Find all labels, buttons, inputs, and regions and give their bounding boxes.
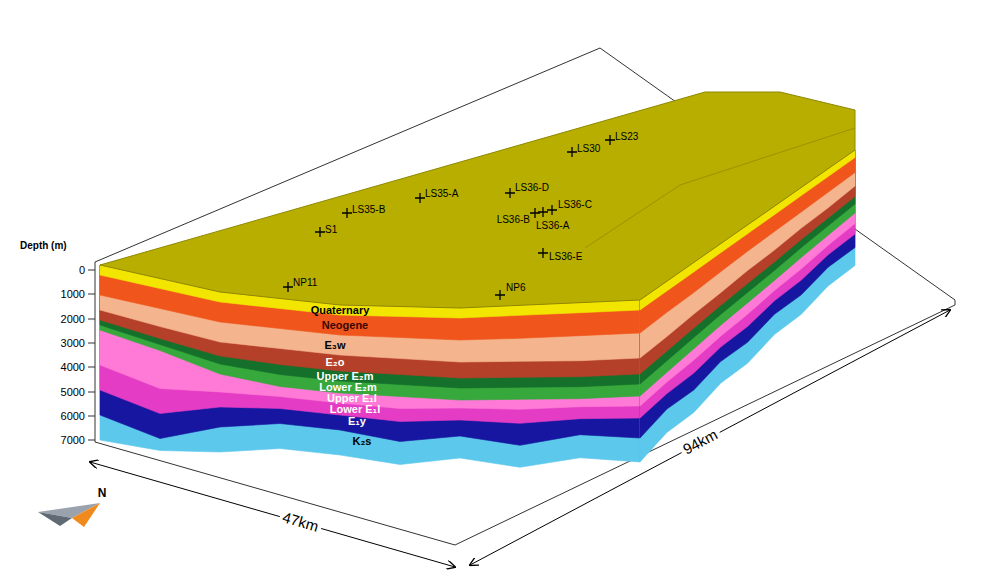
well-name: LS36-B (497, 214, 530, 225)
stratum-name: K₂s (353, 435, 372, 447)
axis-title: Depth (m) (20, 240, 67, 251)
stratum-name: Upper E₂m (317, 370, 374, 382)
well-name: NP6 (506, 282, 525, 293)
stratum-name: Quaternary (311, 304, 370, 316)
stratum-name: Lower E₁l (330, 403, 380, 415)
stratum-name: E₂o (326, 356, 345, 368)
stratum-name: Neogene (322, 319, 368, 331)
depth-tick: 7000 (61, 434, 85, 446)
dimension-line (90, 462, 455, 567)
north-label: N (98, 487, 107, 500)
well-name: NP11 (293, 277, 317, 288)
depth-tick: 6000 (61, 410, 85, 422)
well-name: LS36-C (558, 199, 592, 210)
stratum-name: Upper E₁l (327, 392, 377, 404)
depth-tick: 2000 (61, 313, 85, 325)
well-name: LS35-B (352, 204, 385, 215)
top-surface (100, 92, 855, 308)
well-name: LS35-A (425, 188, 458, 199)
stratum-name: E₁y (348, 415, 366, 427)
north-arrow (38, 503, 100, 527)
dimension-label: 47km (277, 508, 323, 536)
depth-tick: 4000 (61, 361, 85, 373)
stratum-name: E₃w (325, 339, 346, 351)
depth-tick: 0 (79, 264, 85, 276)
well-name: LS36-A (536, 220, 569, 231)
well-markers (283, 135, 615, 300)
well-name: LS36-D (515, 182, 549, 193)
well-name: S1 (325, 224, 337, 235)
well-name: LS23 (615, 131, 638, 142)
well-name: LS30 (577, 143, 600, 154)
surface-step (585, 128, 855, 248)
stratum-name: Lower E₂m (319, 381, 376, 393)
bounding-box (88, 48, 955, 545)
dimension-label: 94km (677, 425, 722, 460)
depth-tick: 5000 (61, 386, 85, 398)
depth-tick: 1000 (61, 288, 85, 300)
well-name: LS36-E (549, 251, 582, 262)
dimension-line (470, 310, 950, 565)
depth-tick: 3000 (61, 337, 85, 349)
